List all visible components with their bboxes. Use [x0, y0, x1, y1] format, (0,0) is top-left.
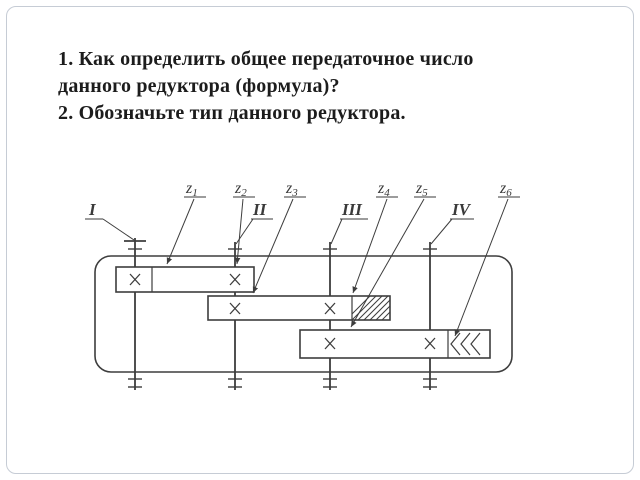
gearbox-housing — [94, 255, 513, 373]
gear-mount-cross — [324, 302, 336, 315]
shaft-label-leaders — [102, 218, 453, 245]
gear-label-leader — [166, 198, 195, 265]
question-line-1: 1. Как определить общее передаточное чис… — [58, 48, 474, 70]
gear-label-z5: z5 — [415, 180, 428, 199]
shaft-label-iv: IV — [451, 200, 472, 219]
gear-label-z3: z3 — [285, 180, 298, 199]
question-line-3: 2. Обозначьте тип данного редуктора. — [58, 102, 406, 124]
gear-pair-1-block — [115, 266, 255, 293]
gear-mount-cross — [324, 337, 336, 350]
question-line-2: данного редуктора (формула)? — [58, 75, 340, 97]
gear-label-leader — [454, 198, 509, 337]
shaft-label-i: I — [88, 200, 97, 219]
shaft-label-leader — [430, 218, 453, 245]
gear-label-z1: z1 — [185, 180, 198, 199]
gear-mount-cross — [424, 337, 436, 350]
shaft-label-iii: III — [341, 200, 363, 219]
gear-mount-cross — [229, 273, 241, 286]
gear-label-leader — [234, 198, 244, 265]
shaft-label-leader — [235, 218, 254, 245]
label-underlines — [85, 196, 520, 220]
gear-label-leader — [352, 198, 388, 294]
helical-gear-hatching — [351, 295, 391, 321]
gear-label-z2: z2 — [234, 180, 247, 199]
gear-mount-cross — [229, 302, 241, 315]
gear-pair-2-block — [207, 295, 391, 321]
gear-label-z6: z6 — [499, 180, 512, 199]
question-block: 1. Как определить общее передаточное чис… — [58, 46, 474, 127]
gear-mount-cross — [129, 273, 141, 286]
shaft-label-leader — [330, 218, 343, 245]
gear-mount-crosses — [129, 273, 436, 350]
gear-label-leader — [252, 198, 294, 294]
shaft-label-leader — [102, 218, 135, 241]
gear-label-z4: z4 — [377, 180, 390, 199]
herringbone-gear-chevrons — [450, 332, 481, 356]
gear-label-leaders — [166, 198, 509, 337]
gear-label-leader — [350, 198, 425, 328]
shaft-label-ii: II — [252, 200, 268, 219]
